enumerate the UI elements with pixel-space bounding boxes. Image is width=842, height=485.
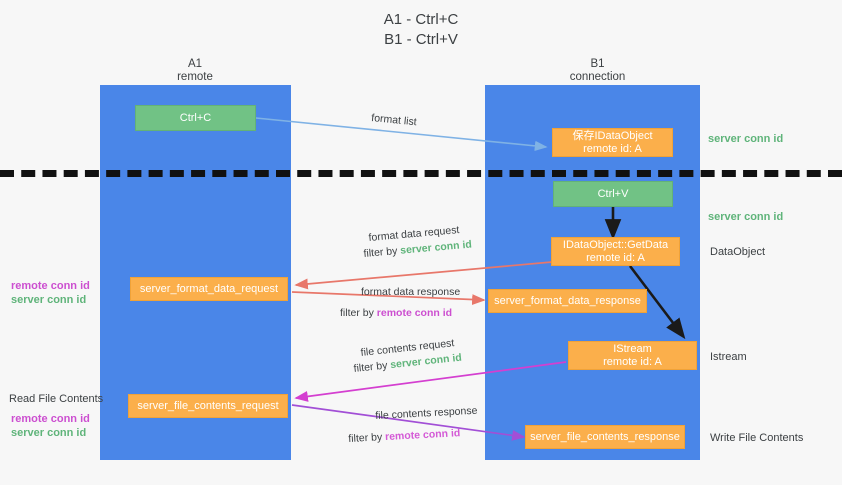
- box-server-file-contents-request[interactable]: server_file_contents_request: [128, 394, 288, 418]
- note-conn-ids-lower: remote conn id server conn id: [11, 412, 90, 440]
- edge-label-format-list: format list: [371, 111, 418, 129]
- box-server-format-data-response-line1: server_format_data_response: [494, 294, 641, 307]
- note-read-file-contents-text: Read File Contents: [9, 393, 104, 405]
- lane-a1-role: remote: [177, 71, 213, 83]
- box-idataobject-getdata[interactable]: IDataObject::GetData remote id: A: [551, 237, 680, 266]
- note-conn-ids-upper: remote conn id server conn id: [11, 279, 90, 307]
- box-server-file-contents-response-line1: server_file_contents_response: [530, 430, 680, 443]
- filter-value-remote-conn-id: remote conn id: [384, 427, 461, 444]
- box-istream[interactable]: IStream remote id: A: [568, 341, 697, 370]
- box-server-format-data-request-line1: server_format_data_request: [139, 282, 279, 295]
- lane-a1-name: A1: [187, 58, 203, 70]
- note-istream-text: Istream: [710, 351, 747, 363]
- box-ctrl-v[interactable]: Ctrl+V: [553, 181, 673, 207]
- note-server-conn-id-mid-text: server conn id: [708, 211, 784, 223]
- box-istream-line2: remote id: A: [603, 355, 662, 368]
- edge-label-file-contents-response-filter: filter by remote conn id: [348, 426, 461, 446]
- lane-b1-role: connection: [569, 71, 626, 83]
- box-server-file-contents-response[interactable]: server_file_contents_response: [525, 425, 685, 449]
- page-title: A1 - Ctrl+C B1 - Ctrl+V: [0, 10, 842, 50]
- title-line-2: B1 - Ctrl+V: [384, 31, 458, 48]
- filter-value-remote-conn-id: remote conn id: [376, 307, 453, 319]
- note-read-file-contents: Read File Contents: [9, 392, 103, 406]
- box-ctrl-c-line1: Ctrl+C: [179, 111, 212, 124]
- lane-header-a1: A1 remote: [130, 58, 260, 84]
- box-ctrl-c[interactable]: Ctrl+C: [135, 105, 256, 131]
- note-write-file-contents: Write File Contents: [710, 431, 803, 445]
- edge-label-format-data-response: format data response: [361, 285, 460, 299]
- filter-prefix: filter by: [353, 359, 391, 375]
- box-idataobject-getdata-line2: remote id: A: [586, 251, 645, 264]
- box-istream-line1: IStream: [613, 342, 652, 355]
- note-istream: Istream: [710, 350, 747, 364]
- edge-label-format-data-response-filter: filter by remote conn id: [340, 306, 452, 320]
- box-server-file-contents-request-line1: server_file_contents_request: [137, 399, 279, 412]
- note-server-conn-id-mid: server conn id: [708, 210, 783, 224]
- note-server-conn-id-lower: server conn id: [11, 427, 87, 439]
- note-server-conn-id-top: server conn id: [708, 132, 783, 146]
- filter-prefix: filter by: [340, 307, 377, 319]
- edge-label-format-data-response-text: format data response: [361, 286, 461, 298]
- title-line-1: A1 - Ctrl+C: [383, 11, 459, 28]
- box-server-format-data-response[interactable]: server_format_data_response: [488, 289, 647, 313]
- box-ctrl-v-line1: Ctrl+V: [597, 187, 629, 200]
- note-dataobject: DataObject: [710, 245, 765, 259]
- filter-prefix: filter by: [363, 244, 401, 260]
- note-server-conn-id-top-text: server conn id: [708, 133, 784, 145]
- note-server-conn-id-upper: server conn id: [11, 294, 87, 306]
- edge-label-format-list-text: format list: [370, 111, 418, 129]
- lane-b1-name: B1: [590, 58, 605, 70]
- note-write-file-contents-text: Write File Contents: [710, 432, 804, 444]
- box-save-idataobject-line2: remote id: A: [583, 142, 642, 155]
- note-remote-conn-id-upper: remote conn id: [11, 280, 90, 292]
- box-save-idataobject-line1: 保存IDataObject: [572, 129, 653, 142]
- box-server-format-data-request[interactable]: server_format_data_request: [130, 277, 288, 301]
- edge-label-file-contents-response: file contents response: [375, 404, 478, 423]
- edge-label-file-contents-response-text: file contents response: [375, 404, 478, 422]
- note-dataobject-text: DataObject: [710, 246, 766, 258]
- note-remote-conn-id-lower: remote conn id: [11, 413, 90, 425]
- lane-header-b1: B1 connection: [530, 58, 665, 84]
- box-idataobject-getdata-line1: IDataObject::GetData: [562, 238, 669, 251]
- filter-prefix: filter by: [348, 431, 386, 445]
- box-save-idataobject[interactable]: 保存IDataObject remote id: A: [552, 128, 673, 157]
- phase-divider: [0, 170, 842, 177]
